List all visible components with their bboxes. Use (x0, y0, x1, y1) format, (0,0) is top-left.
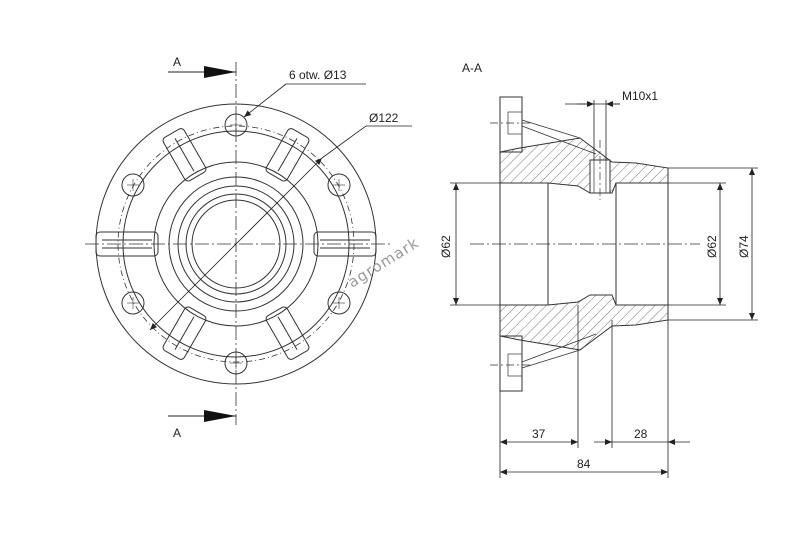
bolt-hole (327, 291, 351, 315)
holes-label: 6 otw. Ø13 (289, 68, 347, 82)
section-title: A-A (462, 61, 482, 75)
holes-leader (243, 83, 287, 118)
flange-bottom (499, 335, 523, 392)
bore-label-right: Ø62 (705, 235, 719, 258)
watermark: agromark (345, 234, 423, 292)
diameter-122-label: Ø122 (369, 111, 399, 125)
bolt-hole (327, 173, 351, 197)
bolt-hole (121, 291, 145, 315)
outer-label: Ø74 (737, 235, 751, 258)
upper-wall-hatched (499, 137, 669, 194)
section-marks: A A (168, 55, 236, 440)
section-mark-bottom: A (173, 426, 181, 440)
flange-top (499, 96, 523, 153)
dim-84: 84 (577, 457, 591, 471)
diameter-122-leader (149, 157, 323, 331)
section-view (470, 96, 700, 392)
section-arrow-top (204, 66, 236, 78)
front-view (85, 62, 412, 425)
dimensions (450, 100, 758, 478)
dim-28: 28 (634, 427, 648, 441)
section-mark-top: A (173, 55, 181, 69)
bolt-hole (121, 173, 145, 197)
thread-label: M10x1 (622, 89, 658, 103)
dim-37: 37 (532, 427, 546, 441)
bore-label-left: Ø62 (439, 235, 453, 258)
lower-wall-hatched (499, 294, 669, 351)
section-arrow-bottom (204, 410, 236, 422)
